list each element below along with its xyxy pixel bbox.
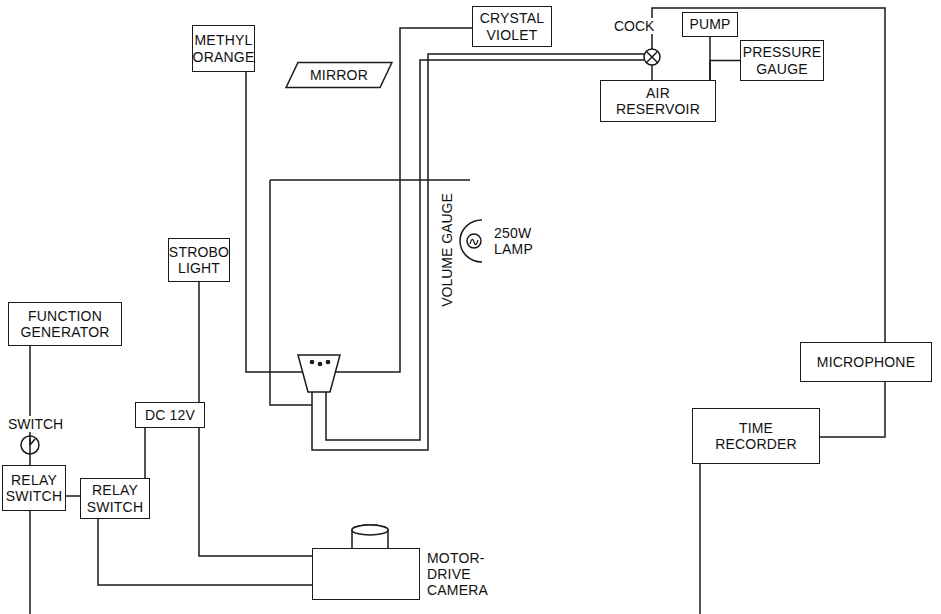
cock-valve xyxy=(644,49,660,65)
mirror-outline xyxy=(286,63,392,88)
light-box: STROBO LIGHT xyxy=(168,238,230,282)
lamp-symbol: 250W LAMP xyxy=(458,218,486,264)
relay-box: RELAY SWITCH xyxy=(2,465,66,511)
water-surface xyxy=(270,179,470,181)
lamp-symbol xyxy=(458,218,486,264)
recorder-box: TIME RECORDER xyxy=(692,408,820,464)
volume-gauge-tube xyxy=(312,54,644,450)
cup-hole xyxy=(318,362,321,365)
box-label: METHYL ORANGE xyxy=(193,32,255,64)
wire-connector xyxy=(820,382,885,437)
box-label: MICROPHONE xyxy=(817,354,915,370)
dye-box: CRYSTAL VIOLET xyxy=(472,6,552,47)
box-label: AIR RESERVOIR xyxy=(613,85,703,117)
box-label: TIME RECORDER xyxy=(711,420,801,452)
caption-text: 250W LAMP xyxy=(494,225,546,257)
box-label: PRESSURE GAUGE xyxy=(743,44,822,76)
camera-body: MOTOR-DRIVE CAMERA xyxy=(312,548,420,600)
wire-connector xyxy=(710,61,740,81)
part-label: SWITCH xyxy=(6,416,65,432)
camera-lens xyxy=(352,525,388,548)
cup-hole xyxy=(310,360,313,363)
generator-box: FUNCTION GENERATOR xyxy=(8,302,122,346)
cock-valve xyxy=(646,51,658,63)
lamp-bulb xyxy=(467,234,481,248)
wire-connector xyxy=(66,495,80,497)
wire-connector xyxy=(199,282,312,556)
gauge-box: PRESSURE GAUGE xyxy=(740,40,824,81)
dye-tube xyxy=(246,72,303,372)
part-label: COCK xyxy=(612,18,656,34)
caption-text: MOTOR-DRIVE CAMERA xyxy=(427,550,519,598)
relay-box: RELAY SWITCH xyxy=(80,478,150,519)
box-label: PUMP xyxy=(689,16,730,32)
cup-hole xyxy=(326,360,329,363)
box-label: DC 12V xyxy=(145,407,195,423)
volume-gauge-tube xyxy=(326,60,644,440)
mirror-box: MIRROR xyxy=(285,62,393,88)
signal-wire xyxy=(699,464,701,614)
reservoir-box: AIR RESERVOIR xyxy=(600,80,716,122)
cup xyxy=(298,355,340,392)
box-label: STROBO LIGHT xyxy=(169,244,229,276)
dye-box: METHYL ORANGE xyxy=(192,25,255,72)
box-label: RELAY SWITCH xyxy=(6,472,62,504)
camera-lens xyxy=(352,525,388,535)
box-label: RELAY SWITCH xyxy=(85,482,145,514)
pump-box: PUMP xyxy=(682,12,738,37)
power-box: DC 12V xyxy=(135,402,205,428)
lamp-filament xyxy=(470,239,478,244)
wire-connector xyxy=(144,428,146,478)
lamp-reflector xyxy=(460,220,482,262)
box-label: MIRROR xyxy=(310,67,368,83)
box-label: FUNCTION GENERATOR xyxy=(13,308,117,340)
box-label: CRYSTAL VIOLET xyxy=(477,10,547,42)
signal-wire xyxy=(29,511,31,614)
wire-connector xyxy=(98,519,312,585)
cock-valve xyxy=(646,51,658,63)
microphone-box: MICROPHONE xyxy=(800,342,932,382)
gauge-label: VOLUME GAUGE xyxy=(439,191,455,309)
cock-pipe xyxy=(651,65,653,80)
signal-wire xyxy=(652,8,885,342)
wire-connector xyxy=(29,346,31,465)
